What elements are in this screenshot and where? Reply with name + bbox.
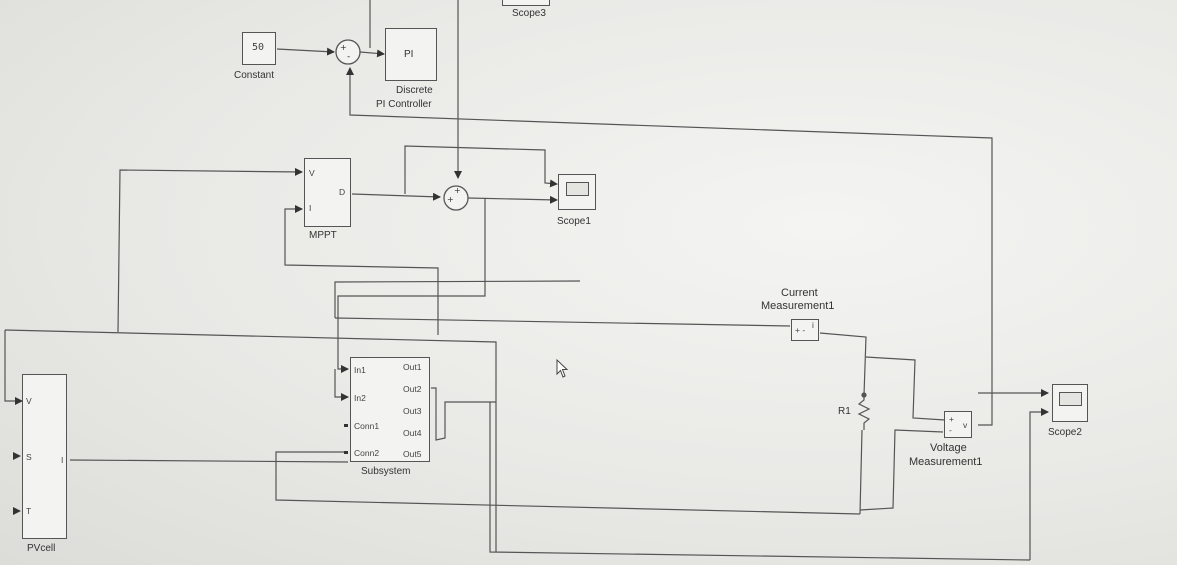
voltage-meas-plus: + [949, 414, 954, 424]
pvcell-label: PVcell [27, 543, 56, 554]
constant-block[interactable]: 50 [242, 32, 276, 65]
wire-mppt-i[interactable] [284, 205, 439, 335]
sum2-plus-left: + [447, 195, 454, 204]
scope2-block[interactable] [1052, 384, 1088, 422]
pi-label-line2: PI Controller [376, 99, 432, 110]
wire-pv-out-conn2[interactable] [69, 459, 349, 463]
voltage-meas-minus: - [949, 425, 952, 435]
scope3-block[interactable] [502, 0, 550, 6]
pvcell-port-t: T [26, 506, 32, 516]
subsystem-conn1: Conn1 [354, 421, 380, 431]
scope2-label: Scope2 [1048, 427, 1082, 438]
wire-r1-down[interactable] [859, 429, 863, 515]
wire-current-r1[interactable] [819, 332, 867, 396]
sum2-plus-top: + [454, 186, 461, 195]
pvcell-port-v: V [26, 396, 32, 406]
subsystem-out4: Out4 [403, 428, 422, 438]
subsystem-out2: Out2 [403, 384, 422, 394]
pi-text: PI [404, 49, 414, 60]
wire-feedback-sum1[interactable] [346, 67, 993, 140]
wire-in2[interactable] [334, 369, 349, 401]
wire-pv-mppt-v[interactable] [117, 167, 303, 333]
wire-to-current-meas[interactable] [334, 317, 791, 327]
subsystem-out1: Out1 [403, 362, 422, 372]
wire-sum2-subsystem[interactable] [337, 198, 486, 373]
subsystem-out3: Out3 [403, 406, 422, 416]
wire-sum2-scope1[interactable] [467, 195, 558, 204]
wire-conn2-loop[interactable] [275, 451, 861, 515]
voltage-meas-label-line1: Voltage [930, 442, 967, 454]
wire-bottom-long[interactable] [489, 402, 1031, 561]
mouse-cursor-icon [556, 359, 569, 378]
wire-pv-loop[interactable] [4, 329, 497, 552]
pvcell-port-out: I [61, 455, 64, 465]
wire-scope2-in2[interactable] [1029, 408, 1049, 560]
scope1-block[interactable] [558, 174, 596, 210]
voltage-meas-label-line2: Measurement1 [909, 456, 983, 468]
scope1-label: Scope1 [557, 216, 591, 227]
subsystem-out5: Out5 [403, 449, 422, 459]
sum1-minus: - [347, 52, 351, 62]
current-meas-signs: + - [795, 325, 806, 335]
mppt-label: MPPT [309, 230, 337, 241]
wire-pv-v[interactable] [4, 330, 23, 405]
scope3-label: Scope3 [512, 8, 546, 19]
current-measurement-block[interactable]: + - i [791, 319, 819, 341]
wire-branch-scope1-a[interactable] [404, 145, 558, 194]
sum2-block[interactable] [443, 185, 469, 211]
sum1-block[interactable] [335, 39, 361, 65]
scope1-screen-icon [566, 182, 589, 196]
pvcell-block[interactable]: V S T I [22, 374, 67, 539]
voltage-measurement-block[interactable]: + - v [944, 411, 972, 438]
wire-current-voltage[interactable] [865, 356, 946, 421]
wire-voltage-minus[interactable] [859, 429, 944, 511]
constant-value: 50 [252, 42, 265, 53]
current-meas-port-i: i [812, 320, 814, 330]
wire-sum1-pi[interactable] [359, 49, 385, 58]
r1-resistor[interactable] [857, 392, 871, 430]
subsystem-conn2: Conn2 [354, 448, 380, 458]
pvcell-port-s: S [26, 452, 32, 462]
constant-label: Constant [234, 70, 275, 81]
voltage-meas-port-v: v [963, 420, 968, 430]
mppt-block[interactable]: V I D [304, 158, 351, 227]
current-meas-label-line2: Measurement1 [761, 300, 835, 312]
wire-mppt-sum2[interactable] [351, 192, 441, 201]
wire-sub-in[interactable] [334, 280, 581, 318]
mppt-port-i: I [309, 203, 312, 213]
wire-voltage-feedback[interactable] [978, 140, 993, 426]
mppt-port-d: D [339, 187, 346, 197]
subsystem-in1: In1 [354, 365, 366, 375]
current-meas-label-line1: Current [781, 287, 818, 299]
sum1-plus: + [340, 43, 347, 52]
subsystem-in2: In2 [354, 393, 366, 403]
pi-label-line1: Discrete [396, 85, 433, 96]
mppt-port-v: V [309, 168, 315, 178]
subsystem-block[interactable]: In1 In2 Conn1 Conn2 Out1 Out2 Out3 Out4 … [350, 357, 430, 462]
scope2-screen-icon [1059, 392, 1082, 406]
wire-constant-sum1[interactable] [276, 47, 335, 56]
subsystem-label: Subsystem [361, 466, 411, 477]
pi-controller-block[interactable]: PI [385, 28, 437, 81]
wire-out2[interactable] [431, 387, 496, 441]
r1-label: R1 [838, 406, 851, 417]
